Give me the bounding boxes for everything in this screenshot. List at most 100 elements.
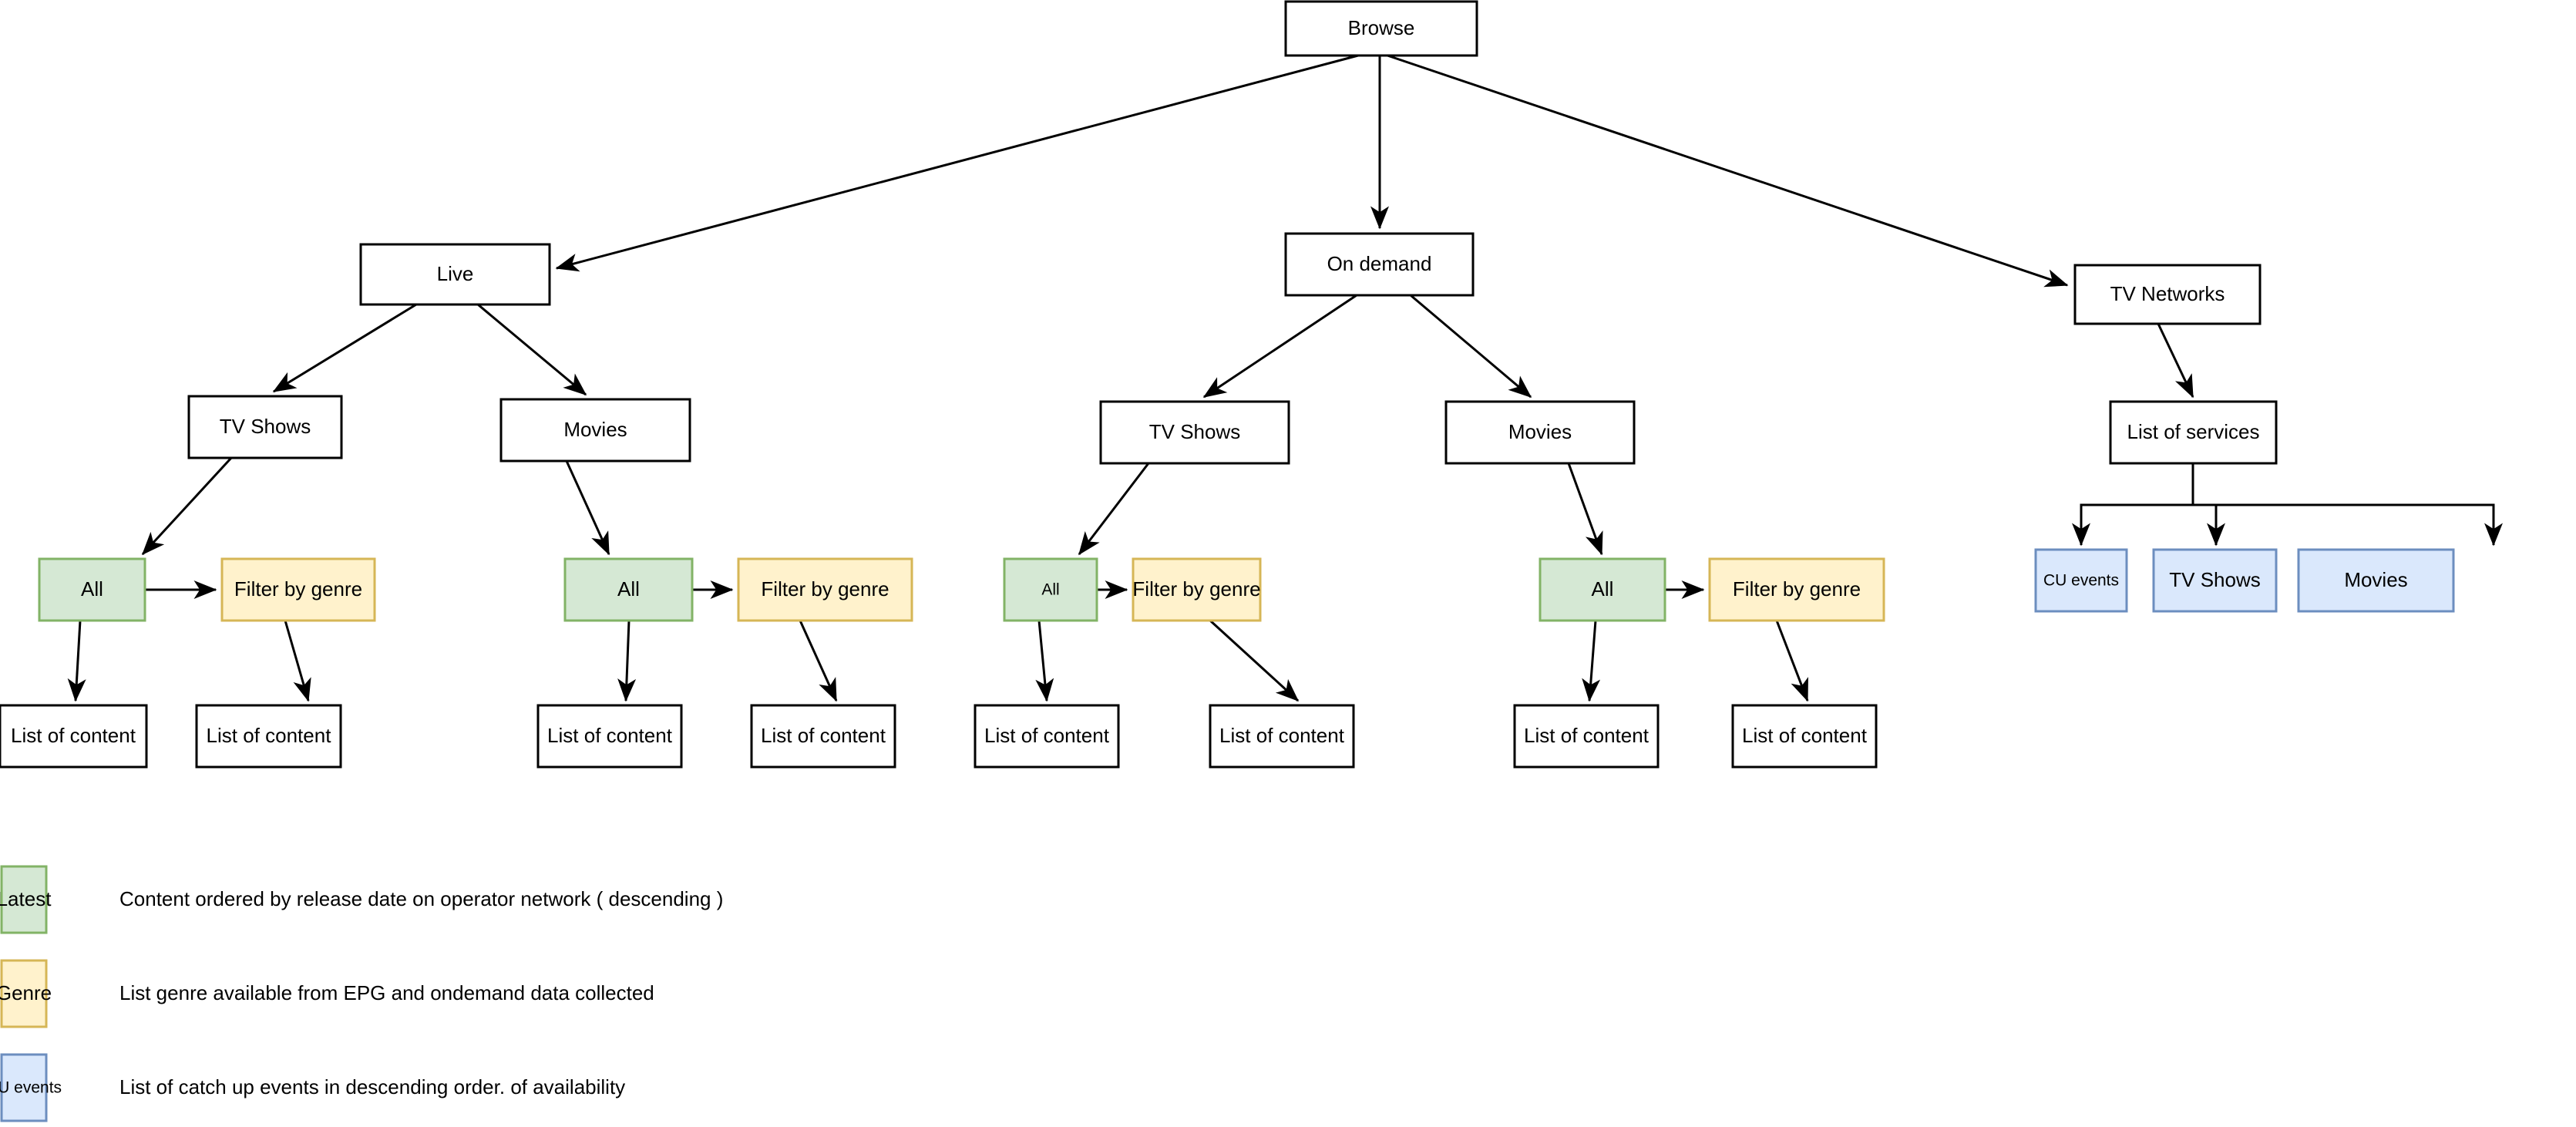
edge-ondemand-to-od-movies	[1410, 294, 1532, 399]
node-browse[interactable]: Browse	[1284, 0, 1478, 57]
node-label-content-7: List of content	[1524, 724, 1650, 747]
edge-tvnetworks-to-services	[2157, 323, 2194, 399]
legend-item-cu-events: CU events List of catch up events in desc…	[0, 1053, 625, 1122]
node-label-cu-events: CU events	[2043, 572, 2119, 590]
node-genre-3[interactable]: Filter by genre	[1132, 557, 1262, 622]
edge-genre-2-to-content-4	[799, 620, 838, 702]
edge-live-to-live-tv	[272, 303, 417, 393]
edge-od-movies-to-all-4	[1567, 463, 1603, 556]
node-ondemand[interactable]: On demand	[1284, 232, 1475, 297]
edge-browse-to-tvnetworks	[1387, 54, 2069, 288]
node-all-3[interactable]: All	[1003, 557, 1098, 622]
node-all-1[interactable]: All	[38, 557, 146, 622]
node-box-all-2	[563, 557, 694, 622]
node-box-live-tv	[187, 395, 343, 459]
legend-swatch	[0, 865, 48, 934]
node-services[interactable]: List of services	[2109, 400, 2278, 465]
legend-swatch	[0, 959, 48, 1028]
node-content-2[interactable]: List of content	[195, 704, 342, 769]
node-box-content-5	[974, 704, 1120, 769]
legend-swatch-label: CU events	[0, 1079, 62, 1097]
node-label-content-4: List of content	[761, 724, 886, 747]
node-live-tv[interactable]: TV Shows	[187, 395, 343, 459]
node-label-net-tv: TV Shows	[2169, 568, 2261, 591]
node-label-all-1: All	[81, 577, 103, 601]
edge-ondemand-to-od-tv	[1202, 294, 1357, 399]
node-box-od-movies	[1444, 400, 1636, 465]
node-genre-4[interactable]: Filter by genre	[1708, 557, 1885, 622]
edges-layer	[67, 54, 2503, 702]
legend-swatch-label: Genre	[0, 981, 52, 1004]
node-box-content-4	[750, 704, 896, 769]
node-od-movies[interactable]: Movies	[1444, 400, 1636, 465]
node-box-content-8	[1731, 704, 1878, 769]
node-label-od-movies: Movies	[1508, 420, 1572, 443]
legend-description: List of catch up events in descending or…	[119, 1075, 625, 1098]
node-label-live-tv: TV Shows	[220, 415, 311, 438]
node-box-live-movies	[499, 398, 691, 463]
node-content-3[interactable]: List of content	[536, 704, 683, 769]
node-net-movies[interactable]: Movies	[2297, 548, 2455, 613]
node-box-browse	[1284, 0, 1478, 57]
node-label-content-6: List of content	[1219, 724, 1345, 747]
node-content-5[interactable]: List of content	[974, 704, 1120, 769]
node-box-genre-4	[1708, 557, 1885, 622]
node-box-all-1	[38, 557, 146, 622]
node-box-services	[2109, 400, 2278, 465]
node-live[interactable]: Live	[359, 243, 551, 306]
node-content-6[interactable]: List of content	[1209, 704, 1355, 769]
node-label-tvnetworks: TV Networks	[2110, 282, 2225, 305]
node-tvnetworks[interactable]: TV Networks	[2073, 264, 2262, 325]
node-box-content-3	[536, 704, 683, 769]
node-label-live-movies: Movies	[563, 418, 627, 441]
node-label-od-tv: TV Shows	[1149, 420, 1241, 443]
node-label-services: List of services	[2127, 420, 2260, 443]
node-label-ondemand: On demand	[1327, 252, 1432, 275]
node-box-genre-2	[737, 557, 913, 622]
node-genre-1[interactable]: Filter by genre	[220, 557, 376, 622]
node-content-1[interactable]: List of content	[0, 704, 148, 769]
node-content-8[interactable]: List of content	[1731, 704, 1878, 769]
node-content-7[interactable]: List of content	[1513, 704, 1660, 769]
node-box-od-tv	[1099, 400, 1290, 465]
node-box-net-movies	[2297, 548, 2455, 613]
node-all-2[interactable]: All	[563, 557, 694, 622]
edge-services-to-net-movies	[2191, 463, 2503, 547]
edge-all-3-to-content-5	[1035, 620, 1054, 702]
node-box-cu-events	[2034, 548, 2128, 613]
node-label-live: Live	[437, 262, 474, 285]
node-label-all-2: All	[617, 577, 640, 601]
node-content-4[interactable]: List of content	[750, 704, 896, 769]
node-label-browse: Browse	[1348, 16, 1415, 39]
node-label-genre-2: Filter by genre	[761, 577, 889, 601]
legend-swatch	[0, 1053, 48, 1122]
node-label-genre-4: Filter by genre	[1733, 577, 1861, 601]
node-net-tv[interactable]: TV Shows	[2152, 548, 2278, 613]
edge-od-tv-to-all-3	[1078, 463, 1150, 556]
node-box-live	[359, 243, 551, 306]
node-box-genre-1	[220, 557, 376, 622]
node-live-movies[interactable]: Movies	[499, 398, 691, 463]
node-label-content-3: List of content	[547, 724, 673, 747]
edge-all-4-to-content-7	[1582, 620, 1601, 702]
edge-genre-4-to-content-8	[1775, 620, 1809, 702]
node-all-4[interactable]: All	[1539, 557, 1666, 622]
node-box-content-6	[1209, 704, 1355, 769]
edge-browse-to-live	[555, 54, 1359, 272]
node-cu-events[interactable]: CU events	[2034, 548, 2128, 613]
legend-description: List genre available from EPG and ondema…	[119, 981, 654, 1004]
node-label-genre-3: Filter by genre	[1132, 577, 1260, 601]
edge-genre-3-to-content-6	[1209, 619, 1300, 702]
legend-description: Content ordered by release date on opera…	[119, 887, 723, 910]
node-label-content-8: List of content	[1742, 724, 1868, 747]
node-label-all-4: All	[1592, 577, 1614, 601]
node-label-content-5: List of content	[984, 724, 1110, 747]
node-label-all-3: All	[1041, 581, 1059, 599]
edge-services-to-cu-events	[2072, 463, 2194, 547]
node-genre-2[interactable]: Filter by genre	[737, 557, 913, 622]
node-label-content-1: List of content	[11, 724, 136, 747]
node-od-tv[interactable]: TV Shows	[1099, 400, 1290, 465]
